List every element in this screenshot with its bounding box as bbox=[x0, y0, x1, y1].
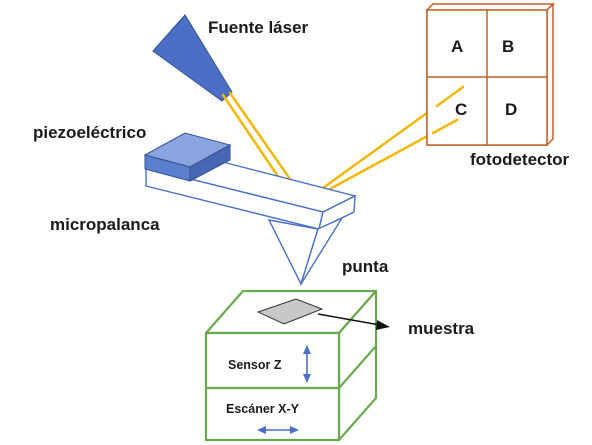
laser-source-label: Fuente láser bbox=[208, 18, 309, 37]
quadrant-c: C bbox=[455, 100, 467, 119]
tip bbox=[267, 216, 344, 286]
sample bbox=[256, 298, 324, 325]
stage-cube bbox=[204, 289, 378, 442]
quadrant-d: D bbox=[505, 100, 517, 119]
piezo-label: piezoeléctrico bbox=[33, 123, 146, 142]
photodetector bbox=[425, 2, 555, 147]
sensor-z-label: Sensor Z bbox=[228, 358, 282, 372]
vertical-arrow-icon bbox=[303, 345, 311, 383]
laser-beam-on-detector bbox=[431, 85, 465, 135]
piezo-block bbox=[143, 132, 232, 182]
cantilever-label: micropalanca bbox=[50, 215, 160, 234]
quadrant-b: B bbox=[502, 37, 514, 56]
laser-source bbox=[152, 14, 233, 102]
sample-pointer-arrow bbox=[317, 313, 390, 330]
sample-label: muestra bbox=[408, 319, 475, 338]
tip-label: punta bbox=[342, 257, 389, 276]
photodetector-label: fotodetector bbox=[470, 150, 570, 169]
scanner-xy-label: Escáner X-Y bbox=[226, 402, 300, 416]
horizontal-arrow-icon bbox=[257, 426, 299, 434]
quadrant-a: A bbox=[451, 37, 463, 56]
